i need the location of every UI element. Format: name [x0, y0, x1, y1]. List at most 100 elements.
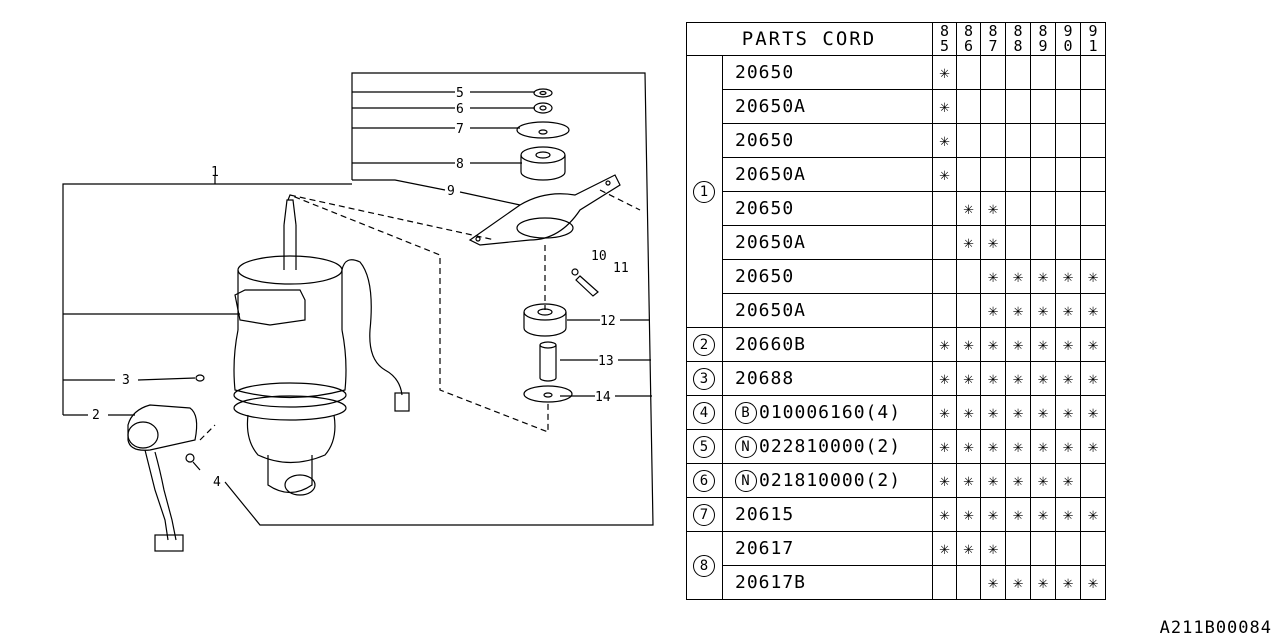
applicable-mark: ✳ — [1012, 402, 1024, 423]
part-prefix-circle: B — [735, 401, 757, 424]
solenoid-valve-2 — [127, 404, 198, 552]
ref-number: 2 — [686, 328, 723, 362]
year-applicability-89: ✳ — [1031, 328, 1056, 362]
year-applicability-85: ✳ — [933, 532, 957, 566]
applicable-mark: ✳ — [1062, 300, 1074, 321]
applicable-mark: ✳ — [987, 198, 999, 219]
year-applicability-88 — [1006, 158, 1031, 192]
ref-number: 6 — [686, 464, 723, 498]
applicable-mark: ✳ — [963, 402, 974, 423]
applicable-mark: ✳ — [963, 470, 974, 491]
part-code-text: 20650A — [735, 96, 807, 117]
leader-lines — [62, 72, 654, 526]
callout-7: 7 — [456, 122, 464, 137]
year-applicability-86: ✳ — [957, 226, 981, 260]
year-applicability-85 — [933, 260, 957, 294]
part-code: 20688 — [723, 362, 933, 396]
year-applicability-88: ✳ — [1006, 396, 1031, 430]
year-applicability-85: ✳ — [933, 124, 957, 158]
year-applicability-86: ✳ — [957, 192, 981, 226]
applicable-mark: ✳ — [939, 504, 950, 525]
year-applicability-86 — [957, 566, 981, 600]
year-applicability-91 — [1081, 90, 1106, 124]
year-applicability-88 — [1006, 56, 1031, 90]
ref-circle: 7 — [693, 503, 715, 526]
year-applicability-90 — [1056, 158, 1081, 192]
applicable-mark: ✳ — [987, 266, 999, 287]
year-applicability-87: ✳ — [981, 430, 1006, 464]
year-applicability-89 — [1031, 158, 1056, 192]
year-applicability-91 — [1081, 124, 1106, 158]
year-applicability-88 — [1006, 532, 1031, 566]
year-applicability-89: ✳ — [1031, 430, 1056, 464]
ref-number: 5 — [686, 430, 723, 464]
callout-11: 11 — [613, 261, 629, 276]
applicable-mark: ✳ — [1037, 266, 1049, 287]
header-parts-cord: PARTS CORD — [686, 22, 933, 56]
year-applicability-90: ✳ — [1056, 362, 1081, 396]
year-applicability-86 — [957, 158, 981, 192]
year-applicability-86: ✳ — [957, 396, 981, 430]
applicable-mark: ✳ — [1087, 504, 1099, 525]
year-digit: 9 — [1063, 21, 1073, 40]
year-applicability-85: ✳ — [933, 56, 957, 90]
applicable-mark: ✳ — [1087, 572, 1099, 593]
year-applicability-90: ✳ — [1056, 294, 1081, 328]
ref-number: 3 — [686, 362, 723, 396]
dashed-assembly-lines — [199, 189, 641, 441]
washer-7 — [516, 121, 570, 139]
year-applicability-87: ✳ — [981, 532, 1006, 566]
part-code-text: 20650 — [735, 62, 795, 83]
part-code: 20660B — [723, 328, 933, 362]
ref-circle: 2 — [693, 333, 715, 356]
callout-8: 8 — [456, 157, 464, 172]
applicable-mark: ✳ — [939, 470, 950, 491]
year-digit: 5 — [939, 36, 950, 55]
ref-number: 8 — [686, 532, 723, 600]
year-applicability-88: ✳ — [1006, 260, 1031, 294]
year-applicability-90 — [1056, 56, 1081, 90]
applicable-mark: ✳ — [1087, 436, 1099, 457]
callout-13: 13 — [598, 354, 614, 369]
year-digit: 8 — [1038, 21, 1048, 40]
part-code-text: 022810000(2) — [759, 436, 902, 457]
nut-6 — [533, 102, 553, 114]
applicable-mark: ✳ — [1012, 300, 1024, 321]
part-code-text: 20615 — [735, 504, 795, 525]
diagram-code: A211B00084 — [1159, 618, 1272, 638]
part-code: 20650A — [723, 90, 933, 124]
ref-circle: 4 — [693, 401, 715, 424]
applicable-mark: ✳ — [1062, 266, 1074, 287]
bushing-12 — [523, 303, 567, 337]
year-applicability-91: ✳ — [1081, 260, 1106, 294]
part-prefix-circle: N — [735, 435, 757, 458]
year-applicability-89: ✳ — [1031, 566, 1056, 600]
applicable-mark: ✳ — [1037, 572, 1049, 593]
year-applicability-86: ✳ — [957, 464, 981, 498]
year-applicability-86 — [957, 124, 981, 158]
year-applicability-85 — [933, 192, 957, 226]
year-applicability-86 — [957, 294, 981, 328]
year-applicability-91: ✳ — [1081, 328, 1106, 362]
year-digit: 9 — [1088, 21, 1098, 40]
part-code: 20650A — [723, 158, 933, 192]
applicable-mark: ✳ — [1037, 402, 1049, 423]
year-applicability-88: ✳ — [1006, 328, 1031, 362]
applicable-mark: ✳ — [939, 368, 950, 389]
year-applicability-86 — [957, 56, 981, 90]
year-applicability-91: ✳ — [1081, 362, 1106, 396]
applicable-mark: ✳ — [939, 402, 950, 423]
applicable-mark: ✳ — [939, 96, 950, 117]
callout-12: 12 — [600, 314, 616, 329]
year-applicability-89: ✳ — [1031, 396, 1056, 430]
part-code-text: 20650 — [735, 266, 795, 287]
applicable-mark: ✳ — [1037, 300, 1049, 321]
year-applicability-88: ✳ — [1006, 430, 1031, 464]
year-applicability-86: ✳ — [957, 532, 981, 566]
year-applicability-87 — [981, 90, 1006, 124]
